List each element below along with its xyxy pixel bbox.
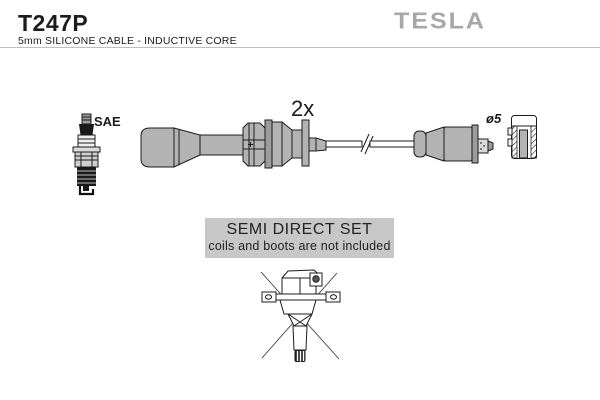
notice-title: SEMI DIRECT SET	[226, 221, 373, 238]
notice-box: SEMI DIRECT SET coils and boots are not …	[205, 218, 394, 258]
diameter-label: ø5	[486, 111, 502, 126]
notice-note: coils and boots are not included	[208, 239, 391, 253]
quantity-label: 2x	[291, 96, 315, 121]
brand-logo: TESLA	[394, 8, 486, 34]
spark-plug-icon	[72, 113, 101, 196]
part-number: T247P	[18, 10, 89, 36]
part-subtitle: 5mm SILICONE CABLE - INDUCTIVE CORE	[18, 35, 237, 47]
ignition-cable-icon	[140, 119, 494, 169]
sae-label: SAE	[94, 114, 121, 129]
header-divider	[0, 47, 600, 48]
boot-cross-section-icon	[507, 115, 537, 159]
coil-not-included-icon	[260, 269, 341, 362]
